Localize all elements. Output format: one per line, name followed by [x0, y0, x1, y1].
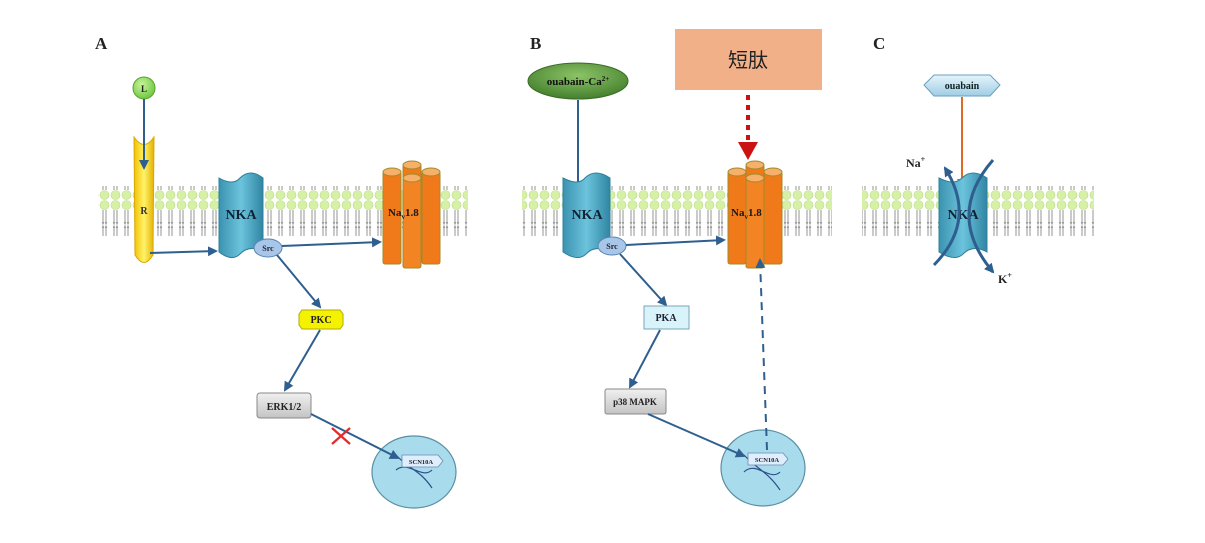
- arrow-src-to-nav18: [625, 235, 726, 246]
- pka-node: [643, 305, 690, 330]
- nav18-label: Nav1.8: [388, 207, 419, 221]
- nav18-channel: [382, 160, 441, 269]
- dna-helix-icon: [743, 454, 781, 491]
- nav18-channel: [727, 160, 783, 269]
- src-label: Src: [262, 244, 274, 253]
- p38-mapk-node: [604, 388, 667, 415]
- potassium-ion-label: K+: [998, 271, 1012, 286]
- nucleus: [371, 435, 457, 509]
- pkc-node: [298, 309, 344, 330]
- pkc-label: PKC: [310, 315, 331, 326]
- erk-label: ERK1/2: [267, 402, 301, 413]
- arrow-pka-to-p38: [629, 329, 661, 389]
- ouabain-inhibitor: [923, 74, 1001, 97]
- ligand-label: L: [141, 84, 147, 94]
- erk-node: [256, 392, 312, 419]
- panel-a-label: A: [95, 34, 108, 53]
- panel-c: C ouabain NKA Na+ K+: [862, 34, 1094, 286]
- peptide-box: [675, 29, 822, 90]
- pka-label: PKA: [655, 313, 677, 324]
- arrow-p38-to-gene: [647, 413, 746, 458]
- src-label: Src: [606, 242, 618, 251]
- p38-mapk-label: p38 MAPK: [613, 397, 657, 407]
- gene-node: [747, 452, 789, 466]
- nka-label: NKA: [225, 208, 257, 223]
- ouabain-ca-label: ouabain-Ca2+: [547, 75, 610, 88]
- blocked-x-icon: [331, 427, 351, 445]
- arrow-src-to-pkc: [276, 254, 322, 309]
- arrow-receptor-to-nka: [149, 246, 218, 257]
- arrow-src-to-pka: [619, 253, 668, 307]
- panel-a: A L R NKA Src Nav1.8 PK: [95, 34, 468, 509]
- nka-pump: [938, 172, 988, 258]
- gene-node: [401, 454, 444, 468]
- sodium-efflux-arrow-icon: [932, 166, 961, 267]
- src-kinase: [597, 236, 627, 256]
- gene-label: SCN10A: [409, 459, 434, 466]
- arrow-pkc-to-erk: [283, 329, 321, 392]
- panel-b: B ouabain-Ca2+ 短肽 NKA Src Nav1.8: [522, 29, 832, 507]
- ouabain-ca-stimulus: [527, 62, 629, 100]
- nka-label: NKA: [947, 208, 979, 223]
- peptide-label: 短肽: [728, 48, 768, 72]
- panel-c-label: C: [873, 34, 885, 53]
- arrow-src-to-nav18: [281, 237, 382, 248]
- receptor-label: R: [140, 206, 148, 217]
- ouabain-label: ouabain: [945, 81, 980, 92]
- src-kinase: [253, 238, 283, 258]
- sodium-ion-label: Na+: [906, 155, 926, 170]
- potassium-influx-arrow-icon: [967, 159, 995, 274]
- nav18-label: Nav1.8: [731, 207, 762, 221]
- nucleus: [720, 429, 806, 507]
- arrow-erk-to-gene: [310, 413, 400, 459]
- nka-label: NKA: [571, 208, 603, 223]
- arrow-gene-to-nav18-dashed: [755, 258, 768, 451]
- panel-b-label: B: [530, 34, 541, 53]
- gene-label: SCN10A: [755, 457, 780, 464]
